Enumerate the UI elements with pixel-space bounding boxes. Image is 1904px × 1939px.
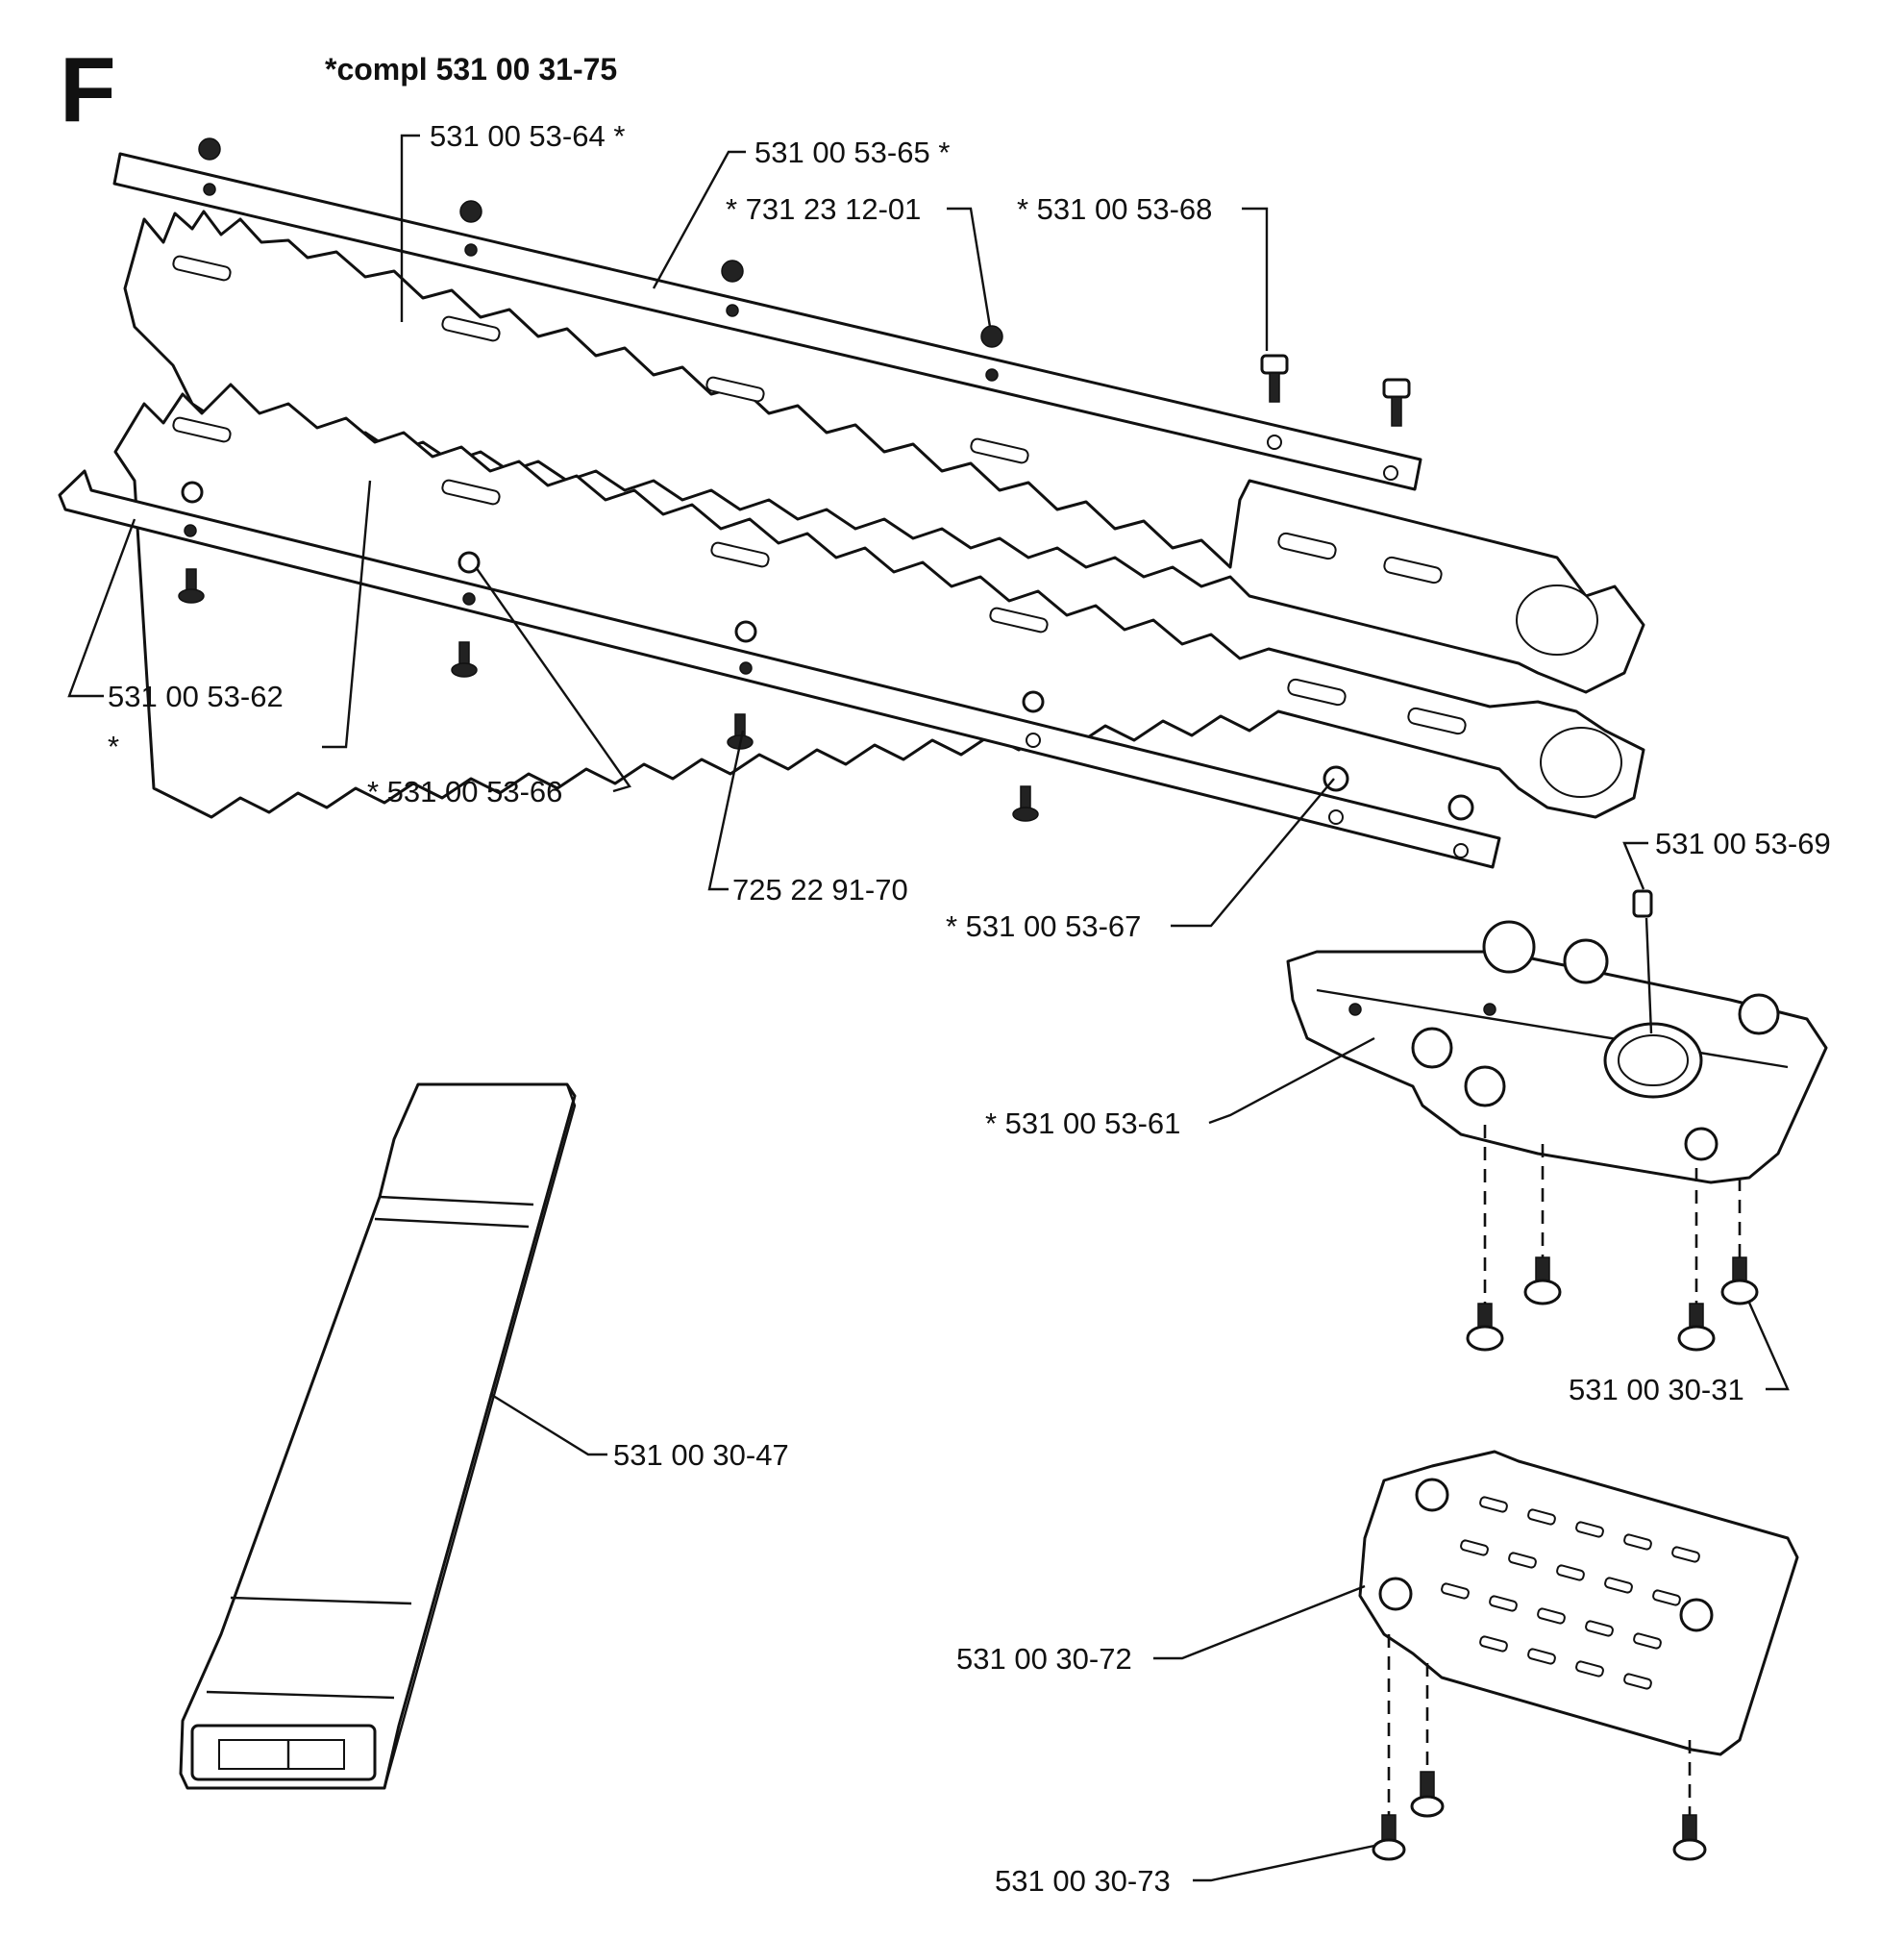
label-731-23-12-01: * 731 23 12-01 xyxy=(726,192,921,226)
protective-plate xyxy=(1358,1450,1799,1861)
label-531-00-53-69: 531 00 53-69 xyxy=(1655,827,1831,860)
label-531-00-53-66: * 531 00 53-66 xyxy=(367,775,562,808)
label-531-00-53-61: * 531 00 53-61 xyxy=(985,1106,1180,1140)
label-531-00-53-68: * 531 00 53-68 xyxy=(1017,192,1212,226)
upper-guide-bar xyxy=(112,152,1422,491)
blade-screw xyxy=(451,641,478,678)
part-labels: 531 00 53-64 * 531 00 53-65 * * 731 23 1… xyxy=(108,119,1831,1898)
flange-screw xyxy=(1260,354,1289,403)
nut xyxy=(198,137,221,161)
label-531-00-53-67: * 531 00 53-67 xyxy=(946,909,1141,943)
housing-screw xyxy=(1523,1256,1562,1305)
section-letter: F xyxy=(60,38,116,141)
nut xyxy=(980,325,1003,348)
label-531-00-30-31: 531 00 30-31 xyxy=(1569,1373,1744,1406)
flange-screw xyxy=(1382,378,1411,427)
blade-screw xyxy=(1012,785,1039,822)
blade-guard xyxy=(179,1082,577,1790)
plate-screw xyxy=(1372,1814,1406,1861)
label-531-00-53-65: 531 00 53-65 * xyxy=(754,136,950,169)
pin xyxy=(1632,889,1653,918)
label-531-00-53-62: 531 00 53-62 xyxy=(108,680,284,713)
nut xyxy=(721,260,744,283)
leader-lines xyxy=(67,134,1790,1882)
label-star: * xyxy=(108,730,119,763)
upper-blade xyxy=(123,210,1645,694)
plate-screw xyxy=(1672,1814,1707,1861)
housing-screw xyxy=(1677,1303,1716,1352)
nut xyxy=(459,200,482,223)
label-531-00-30-47: 531 00 30-47 xyxy=(613,1438,789,1472)
label-531-00-30-73: 531 00 30-73 xyxy=(995,1864,1171,1898)
plate-screw xyxy=(1410,1771,1445,1818)
assembly-number: *compl 531 00 31-75 xyxy=(325,52,617,87)
housing-screw xyxy=(1466,1303,1504,1352)
gear-housing xyxy=(1286,889,1828,1352)
label-531-00-53-64: 531 00 53-64 * xyxy=(430,119,625,153)
blade-screw xyxy=(178,568,205,604)
label-531-00-30-72: 531 00 30-72 xyxy=(956,1642,1132,1676)
blade-assembly xyxy=(58,137,1645,869)
housing-screw xyxy=(1720,1256,1759,1305)
lower-guide-bar xyxy=(58,469,1501,869)
label-725-22-91-70: 725 22 91-70 xyxy=(732,873,908,907)
